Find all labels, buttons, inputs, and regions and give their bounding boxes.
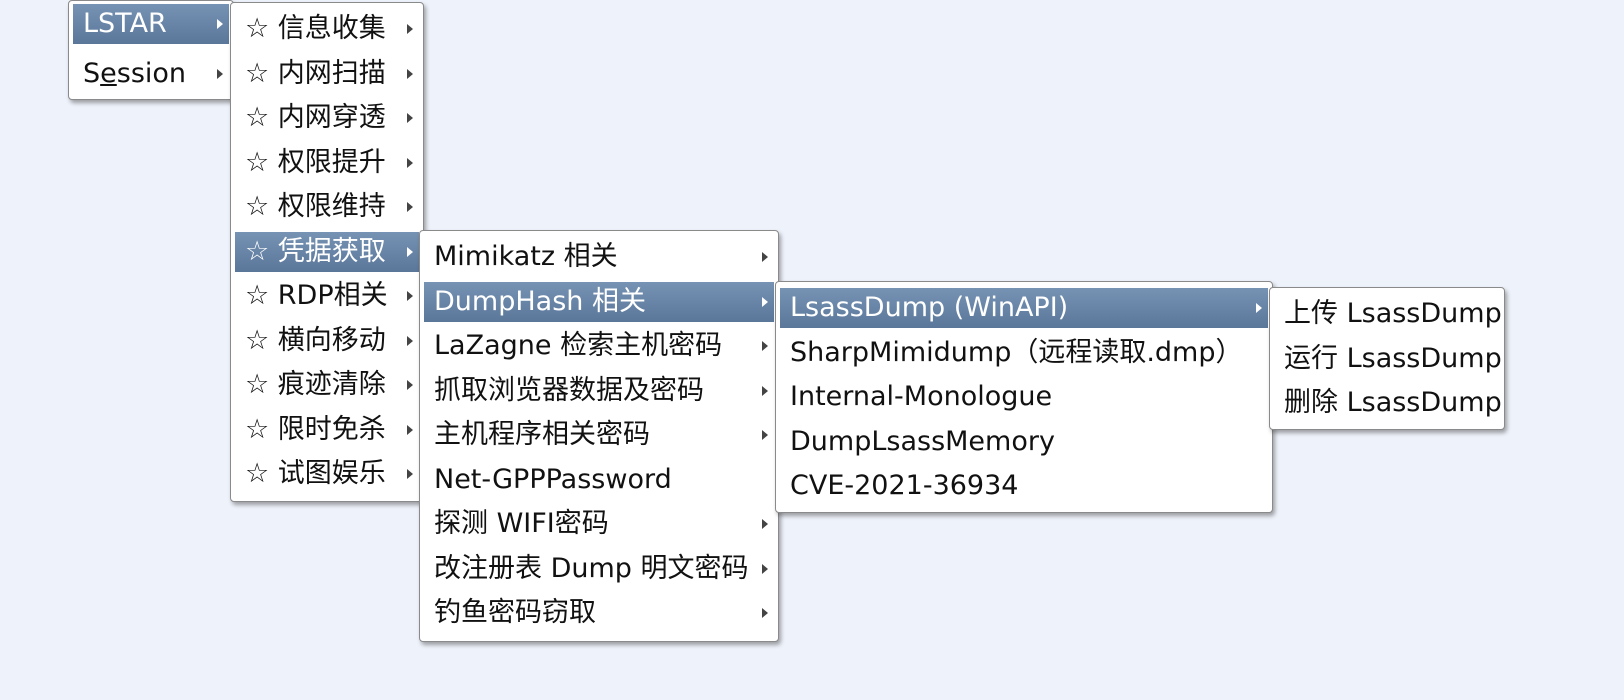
submenu-arrow-icon bbox=[407, 247, 413, 257]
menu-item-phishing-password[interactable]: 钓鱼密码窃取 bbox=[424, 593, 774, 633]
menu-item-label: ☆ 试图娱乐 bbox=[245, 458, 386, 489]
menu-item-rdp[interactable]: ☆ RDP相关 bbox=[235, 276, 419, 316]
submenu-arrow-icon bbox=[762, 430, 768, 440]
menu-item-wifi-password[interactable]: 探测 WIFI密码 bbox=[424, 504, 774, 544]
submenu-arrow-icon bbox=[407, 380, 413, 390]
menu-item-label: 上传 LsassDump bbox=[1284, 298, 1502, 329]
submenu-arrow-icon bbox=[762, 341, 768, 351]
menu-item-net-gpppassword[interactable]: Net-GPPPassword bbox=[424, 460, 774, 500]
menu-item-entertainment[interactable]: ☆ 试图娱乐 bbox=[235, 454, 419, 494]
menu-item-label: ☆ 权限提升 bbox=[245, 147, 386, 178]
submenu-arrow-icon bbox=[407, 425, 413, 435]
lsassdump-submenu: 上传 LsassDump 运行 LsassDump 删除 LsassDump bbox=[1269, 287, 1505, 430]
lstar-submenu: ☆ 信息收集 ☆ 内网扫描 ☆ 内网穿透 ☆ 权限提升 ☆ 权限维持 ☆ 凭据获… bbox=[230, 2, 424, 502]
menu-item-label: 抓取浏览器数据及密码 bbox=[434, 375, 704, 406]
menu-item-label: Net-GPPPassword bbox=[434, 464, 672, 495]
submenu-arrow-icon bbox=[217, 19, 223, 29]
submenu-arrow-icon bbox=[407, 202, 413, 212]
submenu-arrow-icon bbox=[407, 469, 413, 479]
menu-item-sharpmimidump[interactable]: SharpMimidump（远程读取.dmp） bbox=[780, 333, 1268, 373]
submenu-arrow-icon bbox=[407, 113, 413, 123]
menu-item-label: 删除 LsassDump bbox=[1284, 387, 1502, 418]
menu-item-browser-passwords[interactable]: 抓取浏览器数据及密码 bbox=[424, 371, 774, 411]
menu-item-mimikatz[interactable]: Mimikatz 相关 bbox=[424, 237, 774, 277]
root-context-menu: LSTAR Session bbox=[68, 0, 234, 100]
menu-item-privilege-escalation[interactable]: ☆ 权限提升 bbox=[235, 143, 419, 183]
menu-item-credential-access[interactable]: ☆ 凭据获取 bbox=[235, 232, 419, 272]
menu-item-label: 改注册表 Dump 明文密码 bbox=[434, 553, 749, 584]
menu-item-label: Mimikatz 相关 bbox=[434, 241, 618, 272]
submenu-arrow-icon bbox=[762, 519, 768, 529]
submenu-arrow-icon bbox=[762, 297, 768, 307]
submenu-arrow-icon bbox=[407, 24, 413, 34]
menu-item-lstar[interactable]: LSTAR bbox=[73, 4, 229, 44]
menu-item-label: DumpLsassMemory bbox=[790, 426, 1055, 457]
menu-item-label: Internal-Monologue bbox=[790, 381, 1053, 412]
menu-item-label: ☆ 权限维持 bbox=[245, 191, 386, 222]
menu-item-intranet-tunnel[interactable]: ☆ 内网穿透 bbox=[235, 98, 419, 138]
menu-item-label: ☆ 横向移动 bbox=[245, 325, 386, 356]
menu-item-lsassdump-winapi[interactable]: LsassDump (WinAPI) bbox=[780, 288, 1268, 328]
menu-item-registry-dump[interactable]: 改注册表 Dump 明文密码 bbox=[424, 549, 774, 589]
menu-item-dumphash[interactable]: DumpHash 相关 bbox=[424, 282, 774, 322]
menu-item-av-evasion[interactable]: ☆ 限时免杀 bbox=[235, 410, 419, 450]
menu-item-trace-cleanup[interactable]: ☆ 痕迹清除 bbox=[235, 365, 419, 405]
menu-item-label: ☆ 限时免杀 bbox=[245, 414, 386, 445]
menu-item-label: ☆ 内网穿透 bbox=[245, 102, 386, 133]
menu-item-label: ☆ 凭据获取 bbox=[245, 236, 386, 267]
menu-item-lazagne[interactable]: LaZagne 检索主机密码 bbox=[424, 326, 774, 366]
menu-item-session[interactable]: Session bbox=[73, 54, 229, 94]
menu-item-persistence[interactable]: ☆ 权限维持 bbox=[235, 187, 419, 227]
submenu-arrow-icon bbox=[762, 252, 768, 262]
menu-item-label: ☆ 信息收集 bbox=[245, 13, 386, 44]
submenu-arrow-icon bbox=[762, 608, 768, 618]
menu-item-lateral-movement[interactable]: ☆ 横向移动 bbox=[235, 321, 419, 361]
menu-item-intranet-scan[interactable]: ☆ 内网扫描 bbox=[235, 54, 419, 94]
menu-item-label: ☆ 痕迹清除 bbox=[245, 369, 386, 400]
submenu-arrow-icon bbox=[407, 336, 413, 346]
menu-item-delete-lsassdump[interactable]: 删除 LsassDump bbox=[1274, 383, 1502, 423]
menu-item-label: SharpMimidump（远程读取.dmp） bbox=[790, 337, 1243, 368]
menu-item-host-program-passwords[interactable]: 主机程序相关密码 bbox=[424, 415, 774, 455]
menu-item-label: LaZagne 检索主机密码 bbox=[434, 330, 723, 361]
menu-item-run-lsassdump[interactable]: 运行 LsassDump bbox=[1274, 339, 1502, 379]
menu-item-label: 钓鱼密码窃取 bbox=[434, 597, 596, 628]
submenu-arrow-icon bbox=[1256, 303, 1262, 313]
menu-item-label: LsassDump (WinAPI) bbox=[790, 292, 1069, 323]
menu-item-internal-monologue[interactable]: Internal-Monologue bbox=[780, 377, 1268, 417]
credential-access-submenu: Mimikatz 相关 DumpHash 相关 LaZagne 检索主机密码 抓… bbox=[419, 230, 779, 642]
menu-item-label: ☆ 内网扫描 bbox=[245, 58, 386, 89]
submenu-arrow-icon bbox=[762, 386, 768, 396]
menu-item-label: CVE-2021-36934 bbox=[790, 470, 1019, 501]
menu-item-label: 探测 WIFI密码 bbox=[434, 508, 609, 539]
menu-item-cve-2021-36934[interactable]: CVE-2021-36934 bbox=[780, 466, 1268, 506]
menu-item-label: ☆ RDP相关 bbox=[245, 280, 388, 311]
menu-item-label: Session bbox=[83, 58, 187, 89]
submenu-arrow-icon bbox=[407, 158, 413, 168]
menu-item-upload-lsassdump[interactable]: 上传 LsassDump bbox=[1274, 294, 1502, 334]
dumphash-submenu: LsassDump (WinAPI) SharpMimidump（远程读取.dm… bbox=[775, 281, 1273, 513]
menu-item-label: LSTAR bbox=[83, 8, 167, 39]
submenu-arrow-icon bbox=[407, 291, 413, 301]
menu-item-dumplsassmemory[interactable]: DumpLsassMemory bbox=[780, 422, 1268, 462]
menu-item-label: 主机程序相关密码 bbox=[434, 419, 650, 450]
menu-item-label: DumpHash 相关 bbox=[434, 286, 646, 317]
submenu-arrow-icon bbox=[217, 69, 223, 79]
menu-item-label: 运行 LsassDump bbox=[1284, 343, 1502, 374]
submenu-arrow-icon bbox=[407, 69, 413, 79]
menu-item-info-collection[interactable]: ☆ 信息收集 bbox=[235, 9, 419, 49]
submenu-arrow-icon bbox=[762, 564, 768, 574]
